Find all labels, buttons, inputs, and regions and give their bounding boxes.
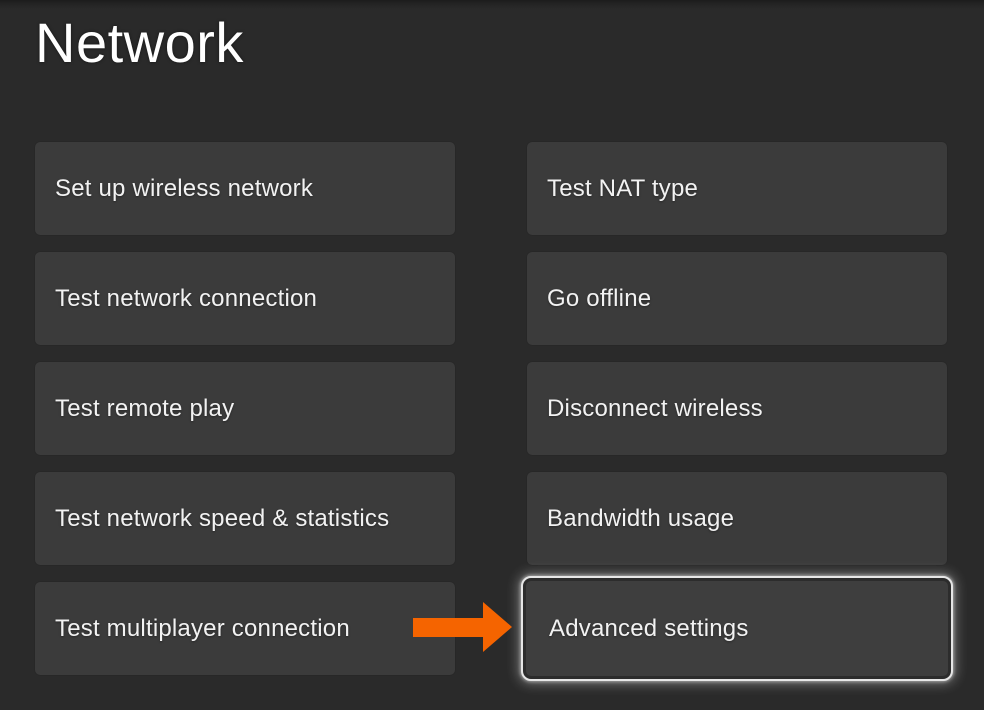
advanced-settings-button[interactable]: Advanced settings	[521, 576, 953, 681]
menu-button-label: Disconnect wireless	[547, 394, 763, 422]
test-nat-type-button[interactable]: Test NAT type	[527, 142, 947, 235]
test-remote-play-button[interactable]: Test remote play	[35, 362, 455, 455]
disconnect-wireless-button[interactable]: Disconnect wireless	[527, 362, 947, 455]
menu-button-label: Go offline	[547, 284, 652, 312]
menu-button-label: Test network connection	[55, 284, 318, 312]
bandwidth-usage-button[interactable]: Bandwidth usage	[527, 472, 947, 565]
go-offline-button[interactable]: Go offline	[527, 252, 947, 345]
test-network-speed-statistics-button[interactable]: Test network speed & statistics	[35, 472, 455, 565]
test-multiplayer-connection-button[interactable]: Test multiplayer connection	[35, 582, 455, 675]
menu-button-label: Test remote play	[55, 394, 235, 422]
menu-button-label: Advanced settings	[549, 614, 749, 642]
test-network-connection-button[interactable]: Test network connection	[35, 252, 455, 345]
set-up-wireless-network-button[interactable]: Set up wireless network	[35, 142, 455, 235]
menu-button-label: Set up wireless network	[55, 174, 314, 202]
menu-button-label: Test multiplayer connection	[55, 614, 350, 642]
menu-button-label: Bandwidth usage	[547, 504, 735, 532]
menu-button-label: Test NAT type	[547, 174, 699, 202]
page-title: Network	[35, 11, 244, 74]
menu-button-label: Test network speed & statistics	[55, 504, 390, 532]
